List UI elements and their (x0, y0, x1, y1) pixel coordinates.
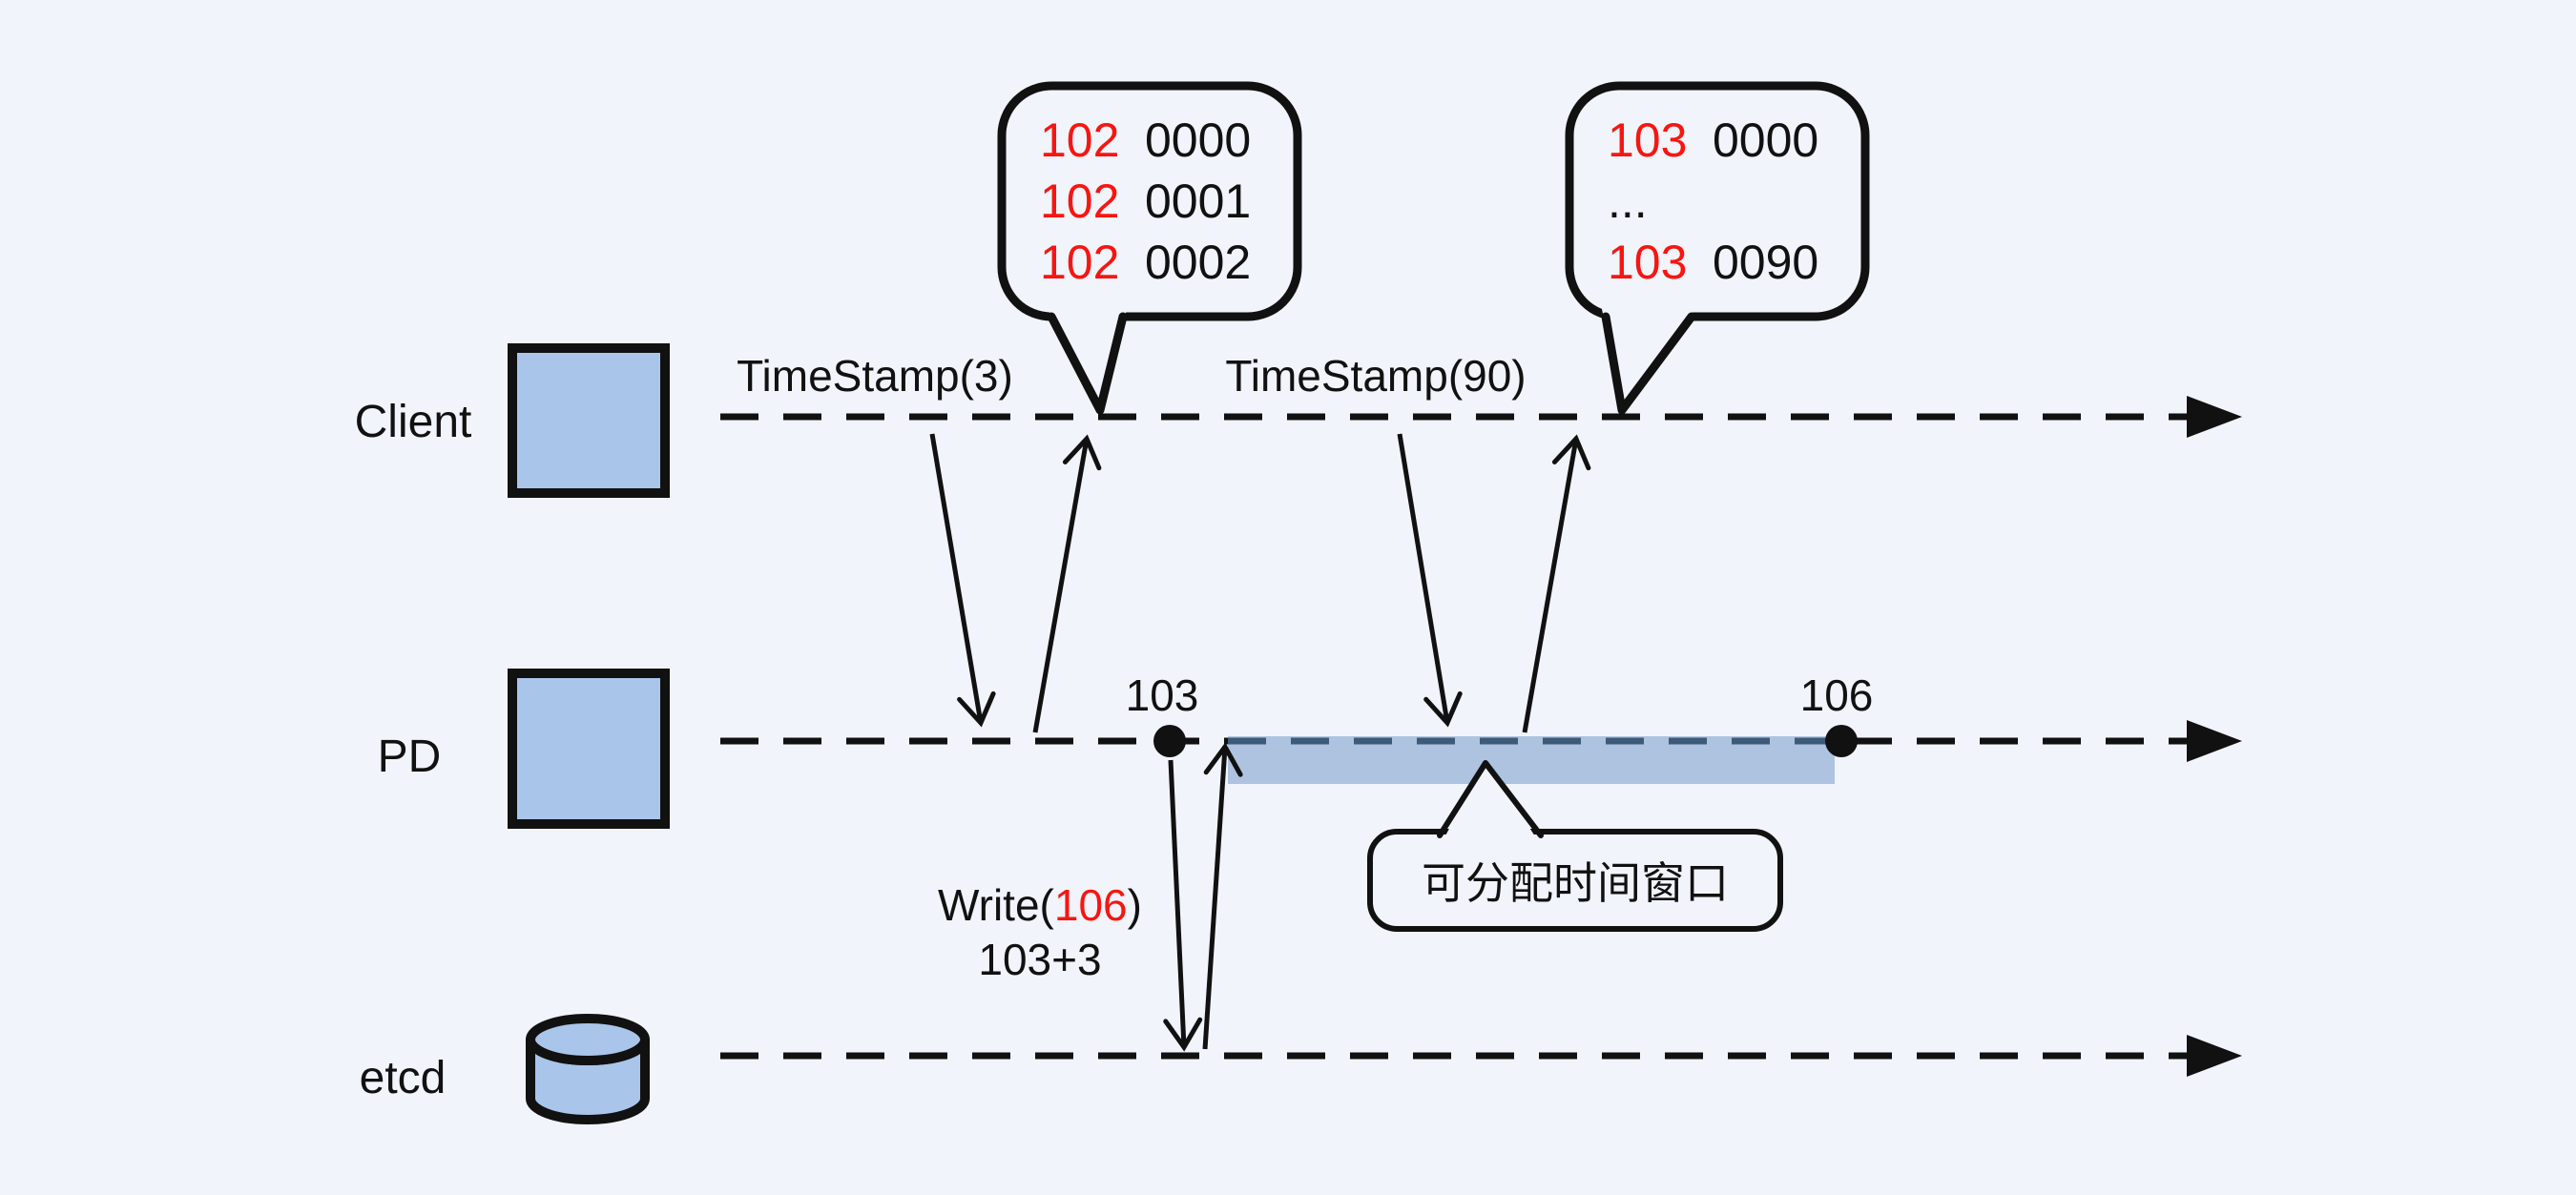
point-103-dot (1153, 725, 1186, 757)
pd-node-box (508, 669, 670, 829)
write-prefix: Write( (938, 880, 1054, 930)
ts3-request-arrow (929, 433, 996, 728)
bubble1-tail-fill (1048, 309, 1127, 408)
bubble2-row2-ellipsis: ... (1608, 175, 1648, 228)
bubble2-tail-fill (1602, 309, 1695, 408)
bubble1-body (997, 81, 1302, 321)
message-arrows (929, 433, 1591, 1052)
window-callout-tail-fill (1444, 761, 1537, 839)
client-node-box (508, 343, 670, 498)
point-106-dot (1825, 725, 1858, 757)
lane-etcd: etcd (360, 1014, 2242, 1124)
etcd-write-arrow (1163, 759, 1203, 1052)
window-callout: 可分配时间窗口 (1367, 760, 1783, 932)
etcd-label: etcd (360, 1053, 447, 1103)
write-annotation: Write(106) 103+3 (938, 880, 1142, 984)
lane-pd: PD 103 106 (378, 669, 2242, 829)
pd-label: PD (378, 731, 442, 782)
write-suffix: ) (1128, 880, 1142, 930)
etcd-database-icon (526, 1014, 650, 1124)
ts3-response-arrow (1032, 434, 1102, 733)
point-103-label: 103 (1126, 670, 1199, 720)
etcd-ack-arrow (1202, 742, 1243, 1050)
lane-client: Client TimeStamp(3) TimeStamp(90) (355, 343, 2242, 498)
bubble1-tail (1047, 312, 1128, 415)
client-label: Client (355, 397, 472, 447)
timestamp3-label: TimeStamp(3) (737, 351, 1013, 401)
write-value: 106 (1054, 880, 1128, 930)
window-callout-tail (1437, 760, 1544, 838)
point-106-label: 106 (1800, 670, 1874, 720)
bubble2-body (1565, 81, 1870, 321)
timestamp90-label: TimeStamp(90) (1225, 351, 1526, 401)
bubble2-tail (1601, 312, 1696, 415)
ts90-request-arrow (1397, 433, 1463, 728)
write-label: Write(106) (938, 880, 1142, 930)
write-detail-label: 103+3 (978, 935, 1101, 984)
window-callout-label: 可分配时间窗口 (1422, 858, 1729, 908)
window-callout-body (1367, 829, 1783, 932)
ts90-response-arrow (1522, 434, 1591, 733)
